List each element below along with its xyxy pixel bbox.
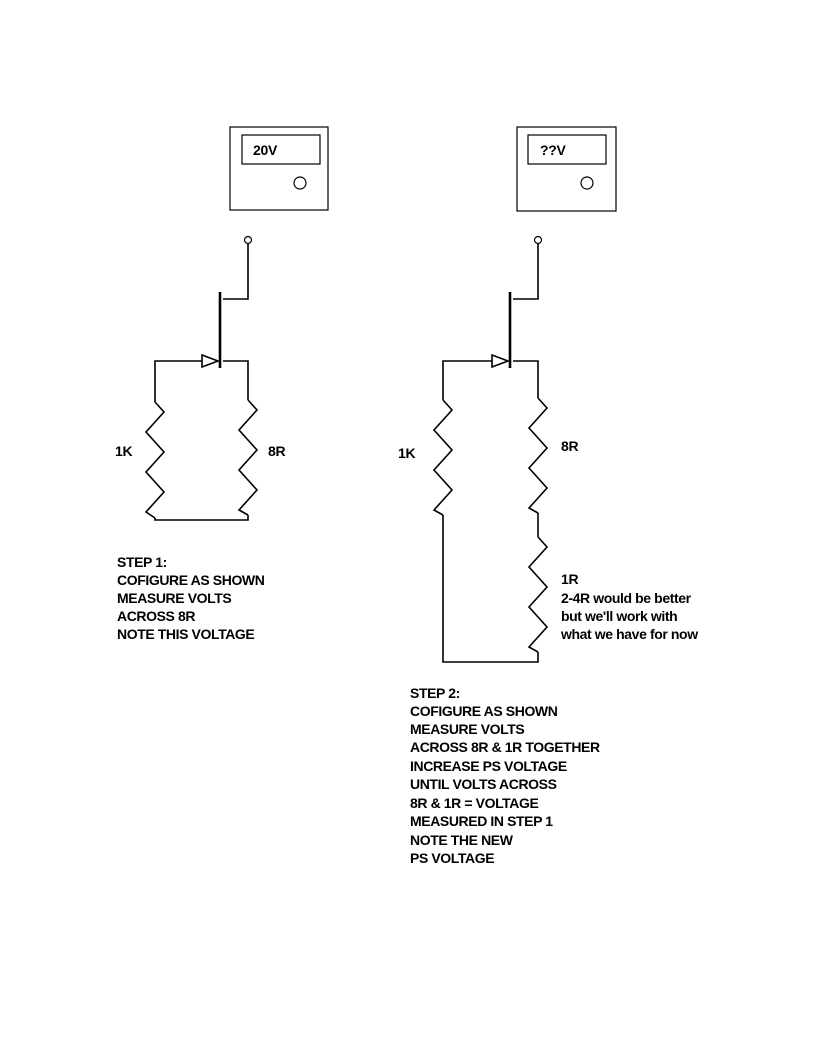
step-2-line: MEASURE VOLTS [410,721,524,737]
transistor-1-emitter-arrow-icon [201,353,221,369]
meter-2-knob-icon [580,176,594,190]
step-2-line: INCREASE PS VOLTAGE [410,758,567,774]
meter-1-display [241,134,321,165]
resistor-1r-2-note: 2-4R would be better but we'll work with… [560,590,699,642]
step-1-line: NOTE THIS VOLTAGE [117,626,254,642]
step-2-line: MEASURED IN STEP 1 [410,813,553,829]
circuit-2: ??V 1K 8R 1R 2-4R would be better but we… [398,126,699,866]
resistor-1r-2-note-line: 2-4R would be better [561,590,692,606]
meter-2: ??V [516,126,617,212]
meter-1-reading: 20V [253,142,278,158]
resistor-8r-2-label: 8R [561,438,578,454]
transistor-2-emitter-arrow-icon [491,353,511,369]
step-1-line: ACROSS 8R [117,608,195,624]
step-1-line: COFIGURE AS SHOWN [117,572,265,588]
step-2-line: COFIGURE AS SHOWN [410,703,558,719]
supply-terminal-1-icon [243,235,253,245]
meter-2-display [527,134,607,165]
resistor-8r-1-label: 8R [268,443,285,459]
collector-wire-1 [223,244,249,300]
step-1-line: STEP 1: [117,554,167,570]
meter-1: 20V [229,126,329,211]
step-1-instructions: STEP 1: COFIGURE AS SHOWN MEASURE VOLTS … [117,554,265,642]
resistor-1r-2-note-line: what we have for now [560,626,698,642]
base-wire-1 [154,360,202,402]
resistor-1k-2 [432,399,454,516]
resistor-8r-1 [237,399,259,516]
step-1-line: MEASURE VOLTS [117,590,231,606]
step-2-line: NOTE THE NEW [410,832,514,848]
step-2-line: PS VOLTAGE [410,850,494,866]
collector-wire-2 [513,244,539,300]
step-2-line: STEP 2: [410,685,460,701]
step-2-line: ACROSS 8R & 1R TOGETHER [410,739,600,755]
meter-1-knob-icon [293,176,307,190]
step-2-line: 8R & 1R = VOLTAGE [410,795,538,811]
supply-terminal-2-icon [533,235,543,245]
base-wire-2 [442,360,492,400]
resistor-1k-1 [144,401,166,519]
step-2-line: UNTIL VOLTS ACROSS [410,776,557,792]
emitter-wire-1 [223,360,249,400]
resistor-1r-2-label: 1R [561,571,578,587]
resistor-8r-2 [527,397,549,514]
emitter-wire-2 [513,360,539,398]
resistor-1k-2-label: 1K [398,445,415,461]
resistor-1k-1-label: 1K [115,443,132,459]
circuit-1: 20V 1K 8R STEP 1: COFIGURE AS SHOWN MEAS… [115,126,329,642]
resistor-1r-2-note-line: but we'll work with [561,608,677,624]
resistor-1r-2 [527,536,549,653]
return-wire-1 [154,515,249,521]
return-wire-2 [442,515,539,663]
meter-2-reading: ??V [540,142,567,158]
step-2-instructions: STEP 2: COFIGURE AS SHOWN MEASURE VOLTS … [410,685,600,866]
